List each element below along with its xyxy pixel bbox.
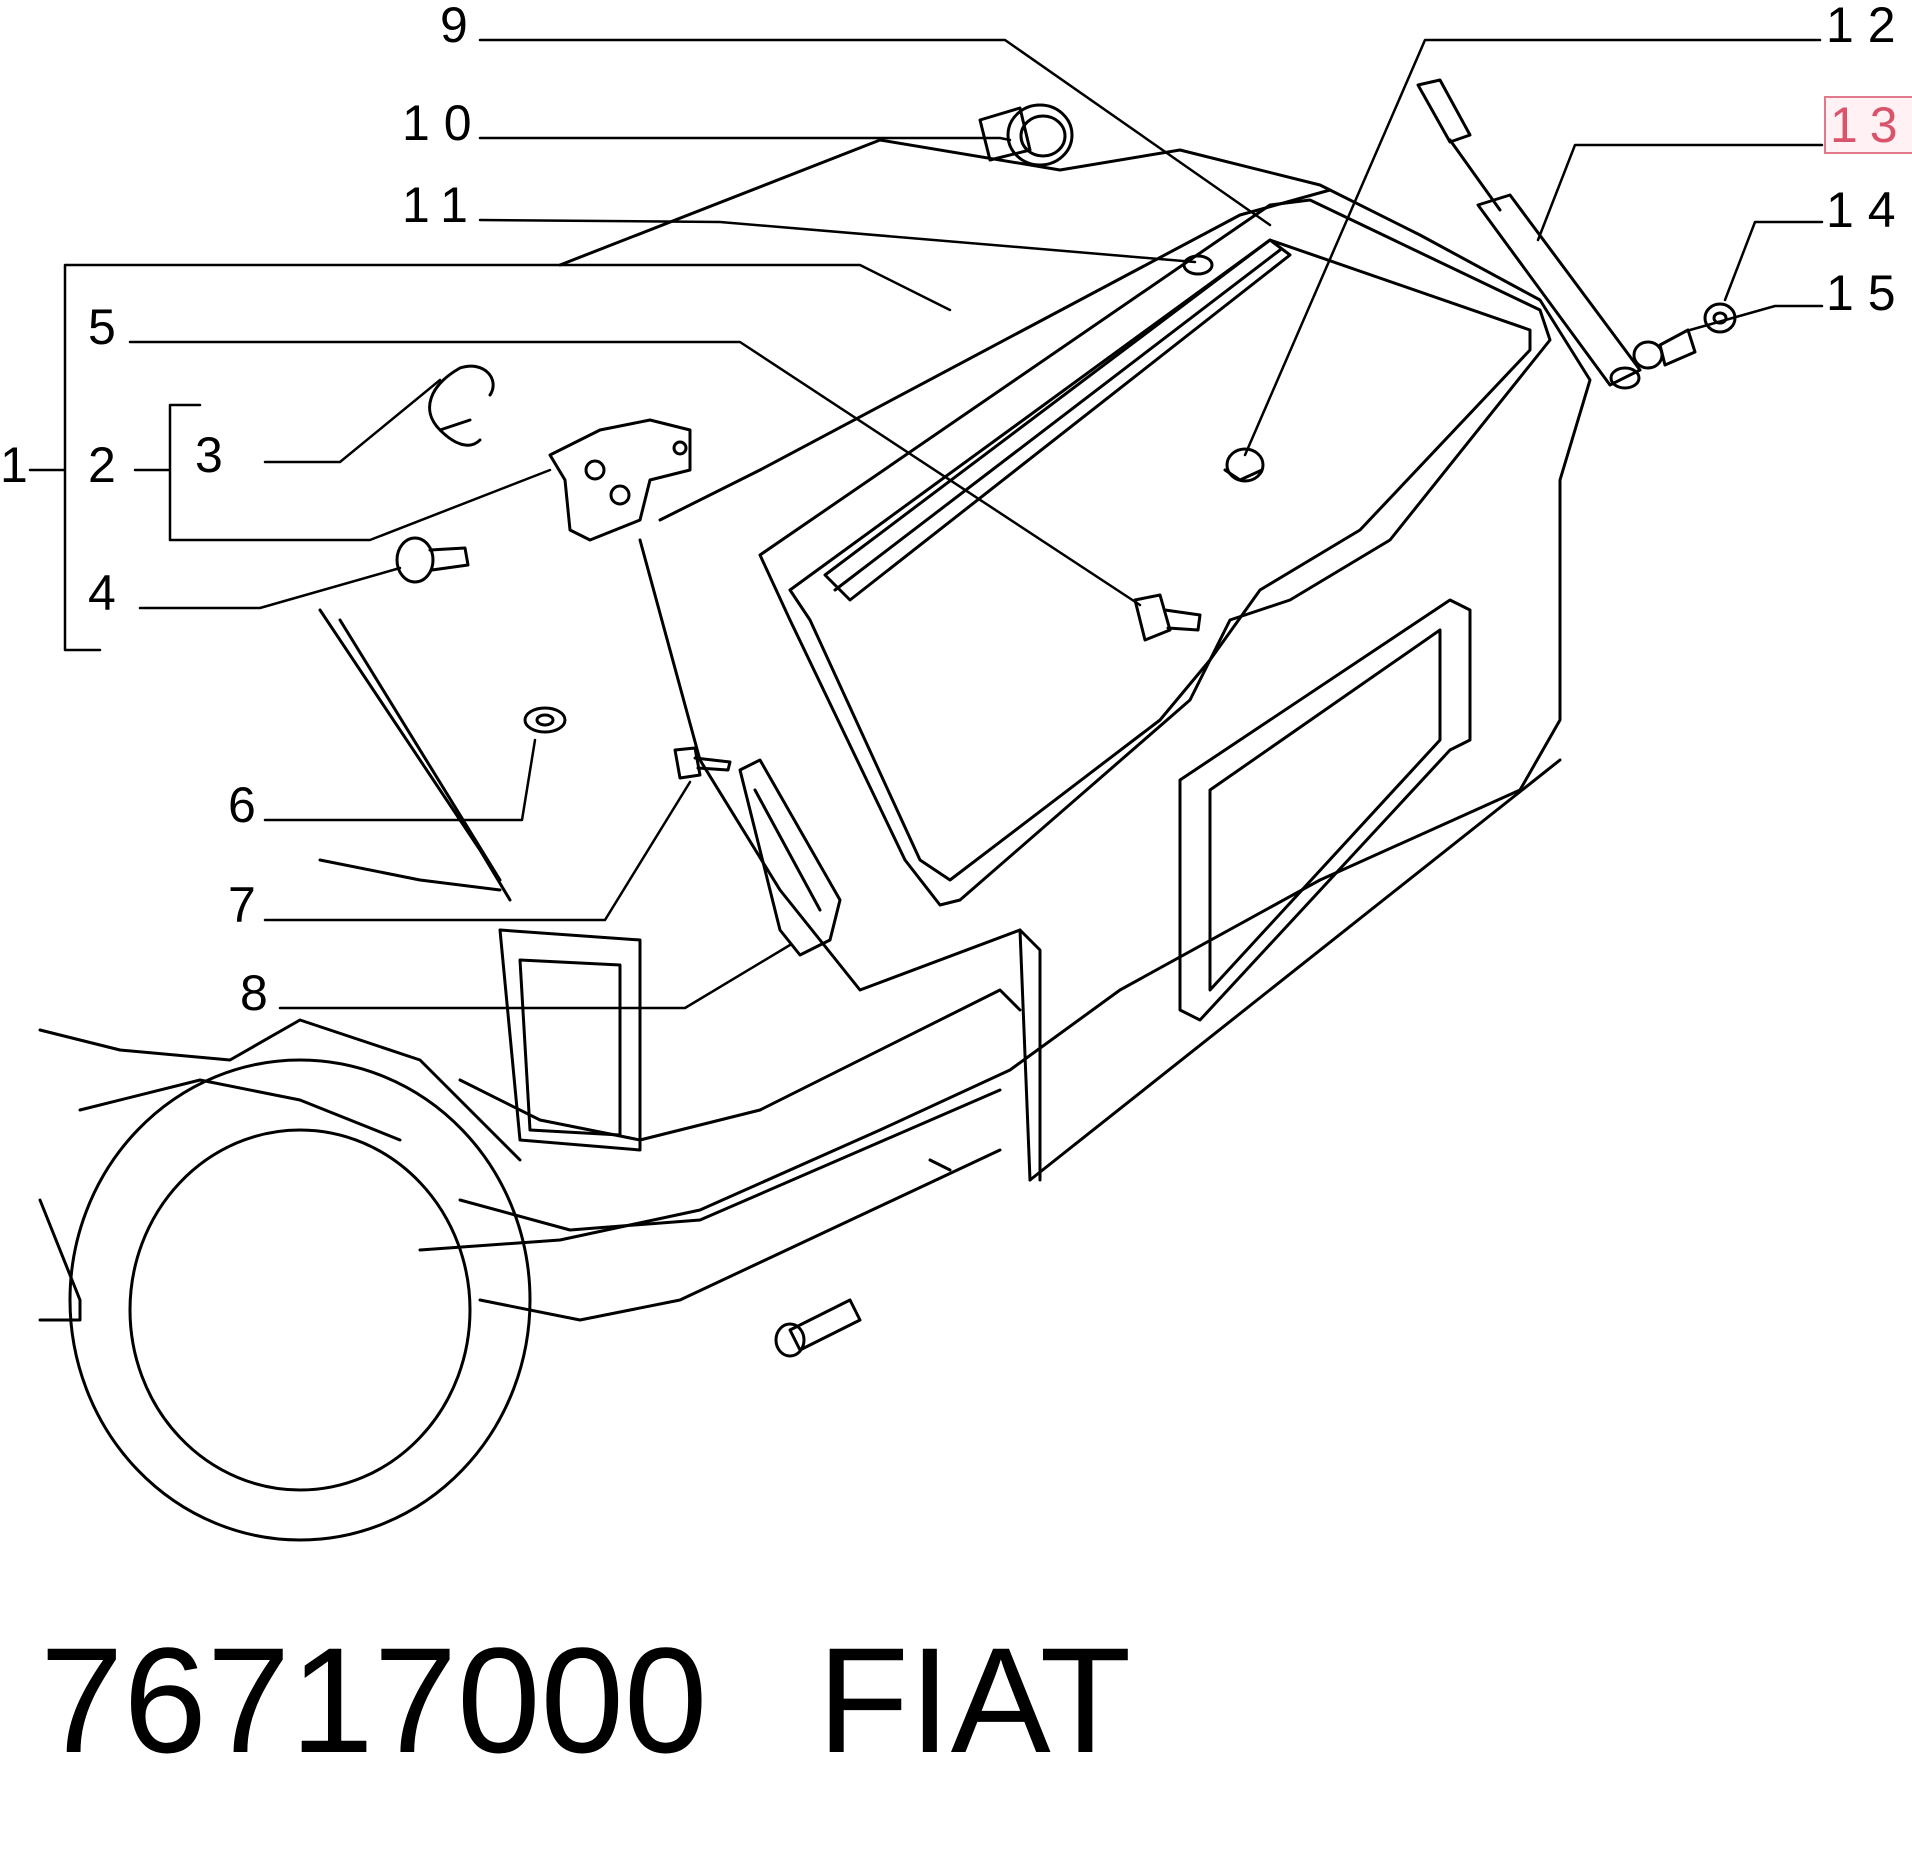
stud-part — [395, 536, 470, 584]
callout-label-8: 8 — [240, 965, 282, 1021]
small-clip-part — [1182, 254, 1214, 276]
brand-name: FIAT — [817, 1616, 1132, 1784]
callout-label-15: 15 — [1826, 265, 1910, 321]
callout-label-11: 11 — [402, 177, 482, 233]
part-number: 76717000 — [40, 1616, 708, 1784]
callout-label-6: 6 — [228, 777, 270, 833]
gas-strut-part — [1416, 78, 1642, 390]
leader-lines — [28, 38, 1824, 1010]
callout-label-2: 2 — [88, 437, 130, 493]
car-body — [38, 138, 1592, 1542]
washer-part — [523, 706, 567, 734]
spring-clip-part — [428, 364, 495, 447]
callout-label-7: 7 — [228, 877, 270, 933]
bolt-part — [1133, 593, 1202, 642]
callout-label-14: 14 — [1826, 182, 1910, 238]
retaining-clip-part — [1223, 447, 1265, 483]
hinge-bracket-part — [548, 418, 692, 542]
seal-strip-part — [738, 758, 842, 957]
callout-label-3: 3 — [195, 427, 237, 483]
callout-label-10: 10 — [402, 95, 486, 151]
screw-part — [673, 746, 732, 780]
callout-label-12: 12 — [1826, 0, 1910, 53]
parts — [395, 78, 1737, 957]
grommet-part — [978, 103, 1074, 167]
callout-label-4: 4 — [88, 565, 130, 621]
callout-label-1: 1 — [0, 437, 42, 493]
callout-label-9: 9 — [440, 0, 482, 53]
ball-stud-part — [1632, 328, 1697, 370]
callout-label-13-highlighted: 13 — [1824, 96, 1912, 154]
callout-label-5: 5 — [88, 299, 130, 355]
